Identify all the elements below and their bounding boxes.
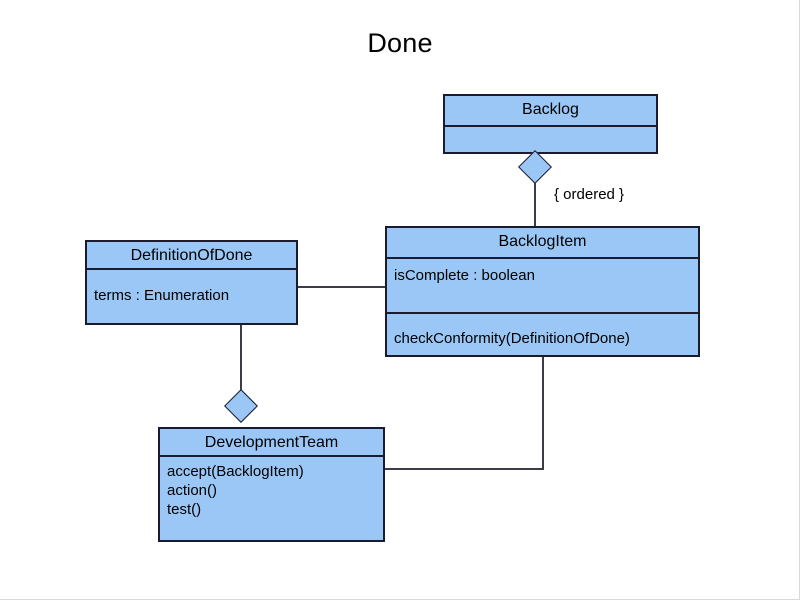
class-name-definitionofdone: DefinitionOfDone: [87, 242, 296, 270]
class-name-backlog: Backlog: [445, 96, 656, 127]
connector-backlogitem-developmentteam-vertical: [542, 356, 544, 470]
class-name-backlogitem: BacklogItem: [387, 228, 698, 259]
class-attributes-backlog: [445, 127, 656, 152]
uml-class-definitionofdone[interactable]: DefinitionOfDone terms : Enumeration: [85, 240, 298, 325]
uml-class-backlogitem[interactable]: BacklogItem isComplete : boolean checkCo…: [385, 226, 700, 357]
uml-class-backlog[interactable]: Backlog: [443, 94, 658, 154]
connector-backlogitem-developmentteam-horizontal: [384, 468, 544, 470]
class-operations-backlogitem: checkConformity(DefinitionOfDone): [387, 314, 698, 355]
class-operations-developmentteam: accept(BacklogItem) action() test(): [160, 457, 383, 540]
connector-definitionofdone-backlogitem: [298, 286, 386, 288]
page-title: Done: [367, 28, 433, 58]
class-attributes-backlogitem: isComplete : boolean: [387, 259, 698, 314]
aggregation-diamond-backlog: [518, 150, 552, 184]
connector-definitionofdone-developmentteam: [240, 325, 242, 395]
connector-backlog-backlogitem: [534, 176, 536, 226]
class-attributes-definitionofdone: terms : Enumeration: [87, 270, 296, 323]
class-name-developmentteam: DevelopmentTeam: [160, 429, 383, 457]
constraint-ordered-label: { ordered }: [554, 186, 625, 203]
aggregation-diamond-developmentteam: [224, 389, 258, 423]
uml-class-developmentteam[interactable]: DevelopmentTeam accept(BacklogItem) acti…: [158, 427, 385, 542]
